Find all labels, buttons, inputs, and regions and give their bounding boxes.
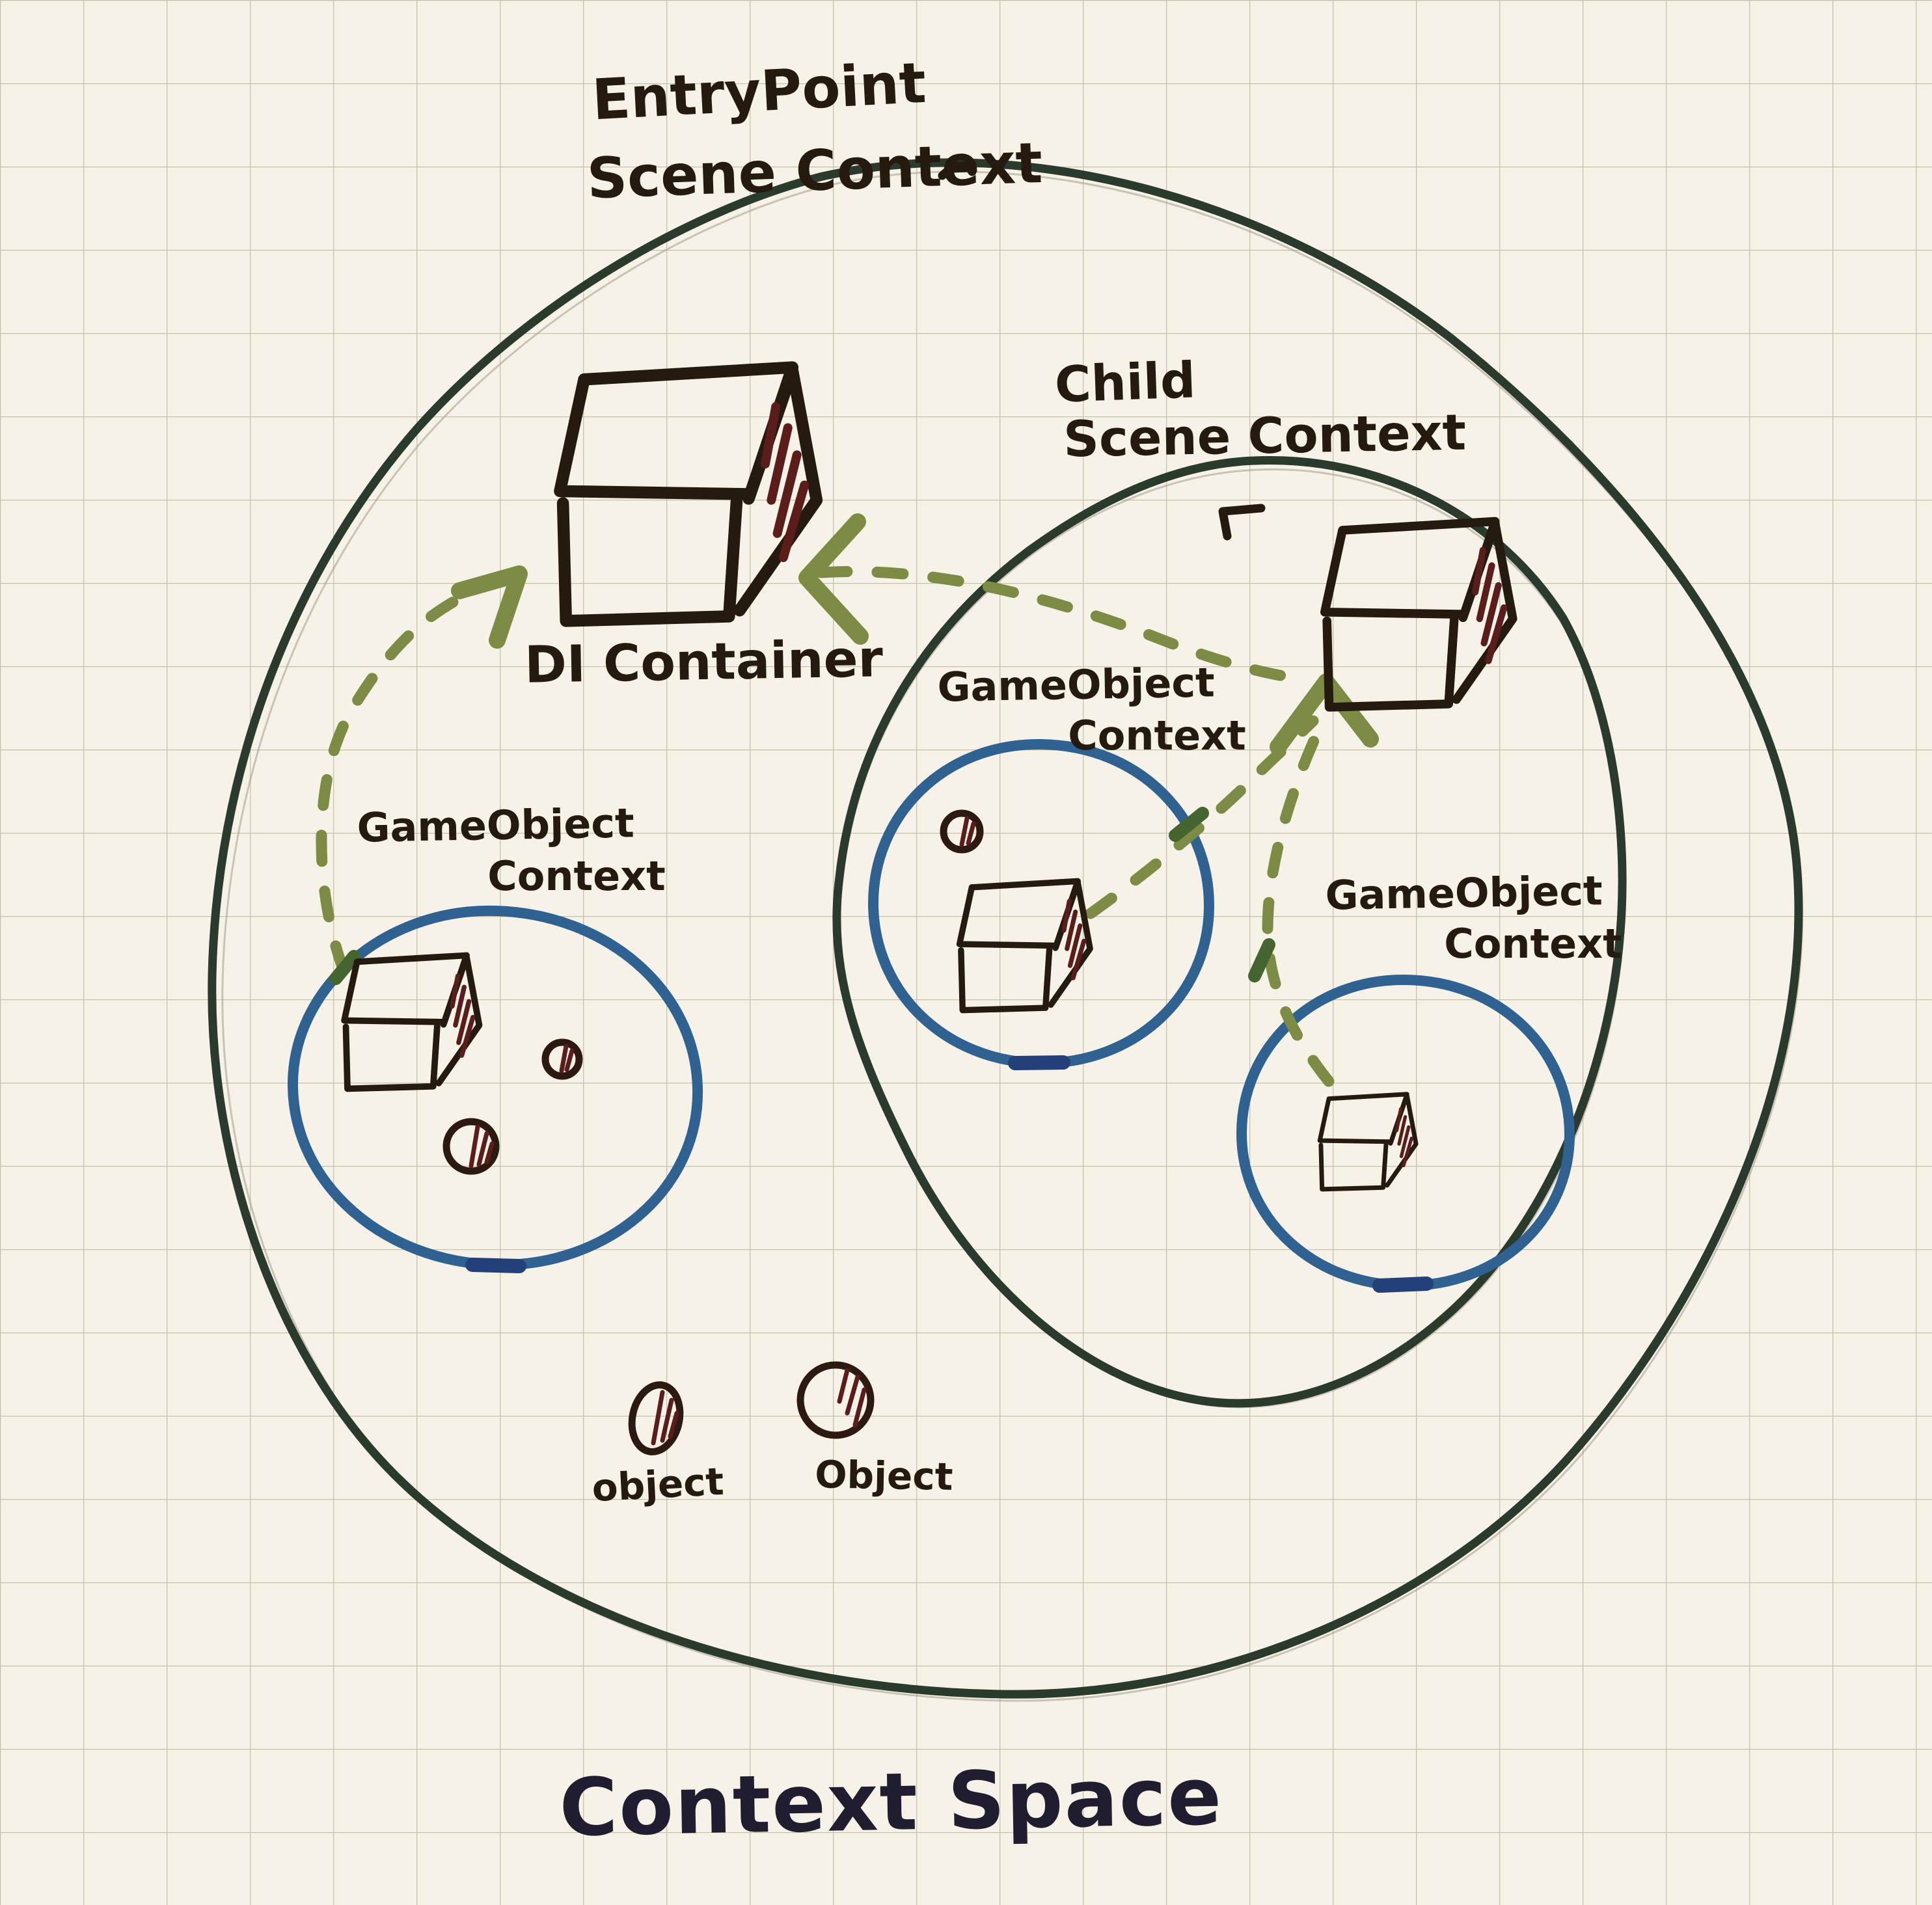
child-scene-label-line2: Scene Context [1063, 403, 1466, 468]
arrow-start-mark-left-circle [329, 950, 361, 985]
arrowhead-at-parent-di-container [798, 513, 869, 645]
arrow-child-container-to-parent-di-container [815, 565, 1302, 684]
outer-circle-pencil-guide [221, 170, 1804, 1702]
arrow-crossing-mark-middle-circle [1169, 807, 1209, 842]
diagram-title: Context Space [558, 1750, 1223, 1854]
pen-dwell-mark-middle-circle [1008, 1055, 1070, 1070]
gameobject-right-label-line2: Context [1444, 920, 1622, 967]
object-icon-left-circle-blob [442, 1118, 500, 1175]
object-label-left: object [591, 1459, 725, 1511]
child-scene-context-circle [832, 456, 1627, 1408]
entrypoint-scene-context-circle [208, 158, 1803, 1699]
arrow-crossing-mark-right-circle [1248, 938, 1275, 982]
arrowhead-into-di-container [451, 565, 528, 649]
object-icon-bottom-small [628, 1381, 684, 1455]
child-label-connector-mark [1218, 504, 1266, 541]
arrow-right-gameobject-to-child-container [1262, 731, 1335, 1087]
outer-circle-stroke-join-kink [938, 161, 977, 180]
child-scene-label-line1: Child [1054, 351, 1196, 413]
object-icon-left-circle-small [541, 1038, 583, 1080]
entrypoint-label-line2: Scene Context [586, 131, 1043, 211]
gameobject-middle-label-line2: Context [1068, 712, 1246, 759]
object-icon-bottom-big [796, 1361, 875, 1439]
gameobject-left-label-line1: GameObject [357, 799, 634, 851]
pen-dwell-mark-left-circle [465, 1258, 526, 1273]
arrow-left-gameobject-to-di-container [316, 593, 465, 977]
gameobject-left-label-line2: Context [487, 852, 666, 900]
object-label-right: Object [815, 1452, 953, 1499]
di-container-label: DI Container [524, 630, 884, 695]
gameobject-middle-label-line1: GameObject [937, 658, 1215, 710]
arrow-middle-gameobject-to-child-container [1085, 715, 1319, 919]
pen-dwell-mark-right-circle [1372, 1277, 1434, 1293]
object-icon-middle-circle [940, 809, 984, 854]
gameobject-right-label-line1: GameObject [1325, 867, 1603, 919]
